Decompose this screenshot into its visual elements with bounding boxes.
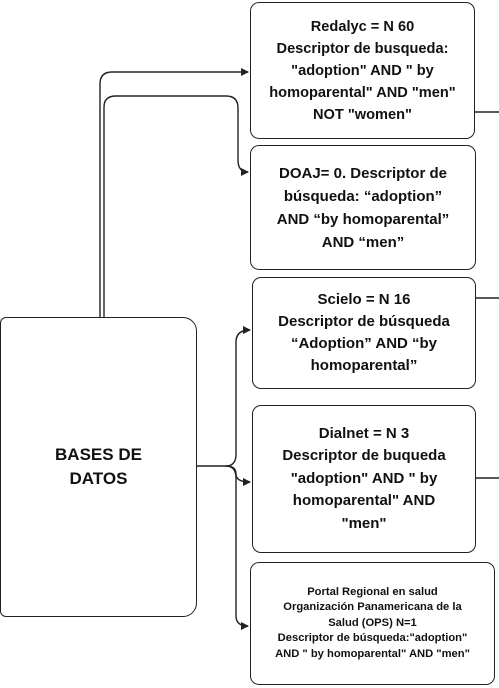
ops-portal-box: Portal Regional en salud Organización Pa… (250, 562, 495, 685)
scielo-box: Scielo = N 16 Descriptor de búsqueda “Ad… (252, 277, 476, 389)
connector-redalyc (99, 68, 249, 317)
dialnet-box: Dialnet = N 3 Descriptor de buqueda "ado… (252, 405, 476, 553)
connector-doaj (103, 95, 249, 317)
connector-scielo (197, 326, 251, 467)
connector-ops (225, 465, 249, 630)
redalyc-box: Redalyc = N 60 Descriptor de busqueda: "… (250, 2, 475, 139)
bases-de-datos-box: BASES DE DATOS (0, 317, 197, 617)
connector-dialnet (225, 465, 251, 486)
doaj-box: DOAJ= 0. Descriptor de búsqueda: “adopti… (250, 145, 476, 270)
